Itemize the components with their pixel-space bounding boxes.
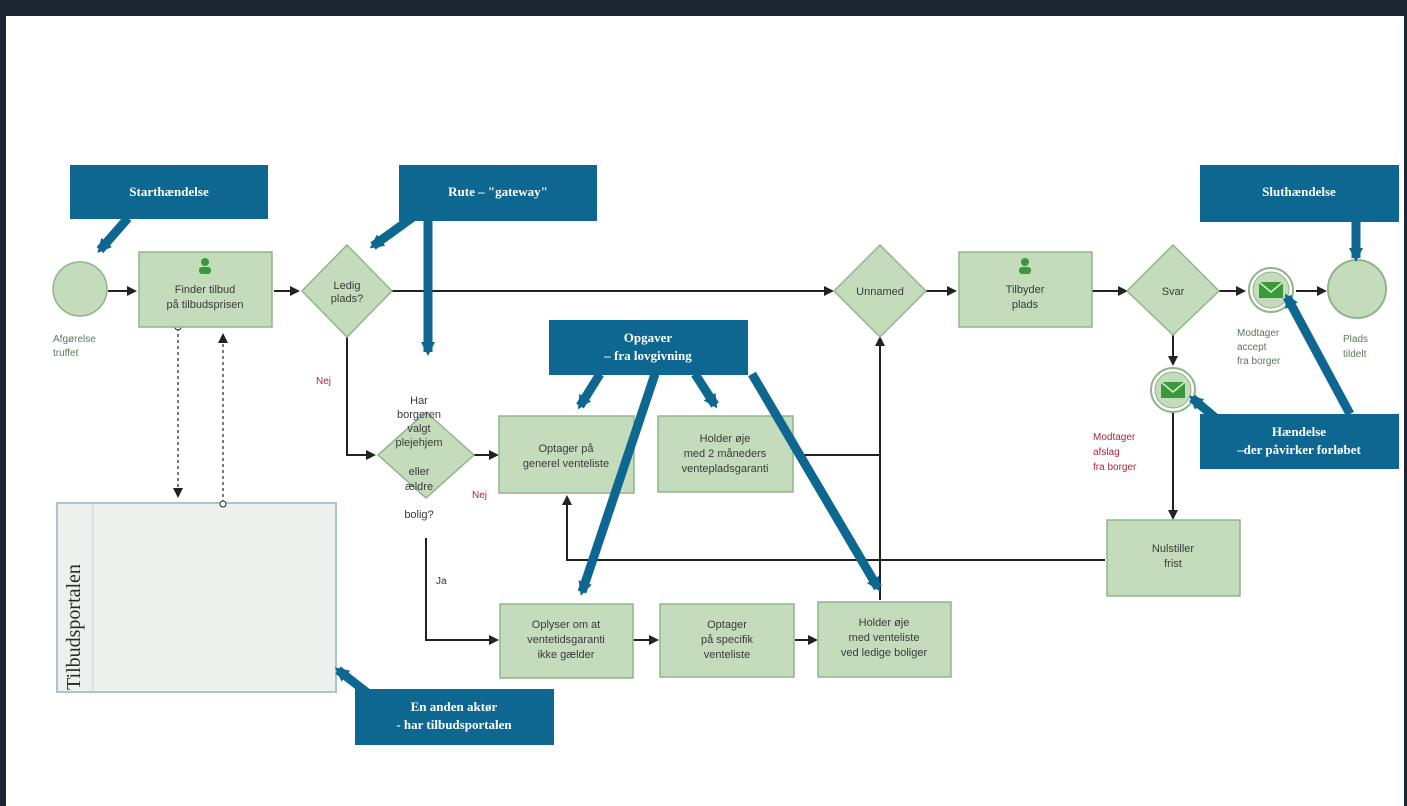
gateway-unnamed: Unnamed — [832, 243, 928, 339]
svg-text:Sluthændelse: Sluthændelse — [1262, 184, 1336, 199]
end-event-label: tildelt — [1343, 349, 1367, 360]
svg-text:Ledig: Ledig — [334, 280, 361, 292]
start-event — [52, 261, 108, 317]
task-finder-tilbud: Finder tilbud på tilbudsprisen — [138, 251, 273, 328]
task-holder-oeje-2-maaneder: Holder øje med 2 måneders ventepladsgara… — [657, 415, 794, 493]
svg-text:En anden aktør: En anden aktør — [411, 699, 498, 714]
svg-text:Starthændelse: Starthændelse — [129, 184, 209, 199]
svg-text:Optager: Optager — [707, 619, 747, 631]
start-event-label: truffet — [53, 348, 79, 359]
svg-text:Har: Har — [410, 395, 428, 407]
svg-text:plads: plads — [1012, 299, 1039, 311]
svg-text:bolig?: bolig? — [404, 509, 433, 521]
svg-text:ventepladsgaranti: ventepladsgaranti — [682, 463, 769, 475]
edge-label-ja: Ja — [436, 576, 447, 587]
svg-text:plejehjem: plejehjem — [395, 437, 442, 449]
callout-end-event: Sluthændelse — [1200, 165, 1399, 222]
svg-text:plads?: plads? — [331, 293, 363, 305]
window-top-bar — [0, 0, 1407, 16]
task-nulstiller-frist: Nulstiller frist — [1106, 519, 1241, 597]
callout-event: Hændelse –der påvirker forløbet — [1200, 414, 1399, 469]
afslag-label: fra borger — [1093, 462, 1137, 473]
svg-text:eller: eller — [409, 466, 430, 478]
callout-gateway: Rute – "gateway" — [399, 165, 597, 221]
svg-text:ikke gælder: ikke gælder — [538, 649, 595, 661]
callout-start-event: Starthændelse — [70, 165, 268, 219]
svg-text:Opgaver: Opgaver — [624, 330, 673, 345]
edge-label-nej: Nej — [472, 490, 487, 501]
svg-text:–der påvirker forløbet: –der påvirker forløbet — [1236, 442, 1361, 457]
accept-label: accept — [1237, 342, 1267, 353]
svg-text:ventetidsgaranti: ventetidsgaranti — [527, 634, 605, 646]
svg-text:med 2 måneders: med 2 måneders — [684, 448, 767, 460]
svg-text:valgt: valgt — [407, 423, 430, 435]
svg-text:Finder tilbud: Finder tilbud — [175, 284, 236, 296]
message-flows — [173, 328, 228, 503]
end-event-label: Plads — [1343, 334, 1368, 345]
envelope-icon — [1160, 381, 1186, 398]
message-flow-origin — [219, 500, 227, 508]
message-event-accept — [1248, 267, 1294, 313]
svg-text:på specifik: på specifik — [701, 634, 753, 646]
svg-text:venteliste: venteliste — [704, 649, 750, 661]
svg-text:– fra lovgivning: – fra lovgivning — [603, 348, 692, 363]
start-event-label: Afgørelse — [53, 334, 96, 345]
svg-text:Svar: Svar — [1162, 286, 1185, 298]
user-icon — [201, 258, 209, 266]
user-icon — [1021, 258, 1029, 266]
accept-label: Modtager — [1237, 328, 1280, 339]
task-optager-generel-venteliste: Optager på generel venteliste — [498, 415, 635, 494]
envelope-icon — [1258, 281, 1284, 298]
svg-text:borgeren: borgeren — [397, 409, 441, 421]
svg-text:Unnamed: Unnamed — [856, 286, 904, 298]
task-optager-specifik-venteliste: Optager på specifik venteliste — [659, 603, 795, 678]
svg-text:frist: frist — [1164, 558, 1182, 570]
svg-text:ældre: ældre — [405, 481, 433, 493]
window-right-border — [1404, 16, 1407, 806]
svg-text:på tilbudsprisen: på tilbudsprisen — [166, 299, 243, 311]
sequence-flows — [108, 286, 1327, 645]
svg-text:Optager på: Optager på — [538, 443, 594, 455]
gateway-har-borgeren-valgt: Har borgeren valgt plejehjem eller ældre… — [376, 395, 476, 521]
svg-text:ved ledige boliger: ved ledige boliger — [841, 647, 928, 659]
svg-text:Nulstiller: Nulstiller — [1152, 543, 1195, 555]
gateway-svar: Svar — [1125, 243, 1221, 337]
task-oplyser-ventetidsgaranti: Oplyser om at ventetidsgaranti ikke gæld… — [499, 603, 634, 679]
pool-label: Tilbudsportalen — [63, 564, 85, 690]
svg-text:med venteliste: med venteliste — [849, 632, 920, 644]
afslag-label: afslag — [1093, 447, 1120, 458]
svg-text:generel venteliste: generel venteliste — [523, 458, 609, 470]
task-holder-oeje-ledige-boliger: Holder øje med venteliste ved ledige bol… — [817, 601, 952, 678]
edge-label-nej: Nej — [316, 376, 331, 387]
svg-text:Tilbyder: Tilbyder — [1006, 284, 1045, 296]
task-tilbyder-plads: Tilbyder plads — [958, 251, 1093, 328]
callout-tasks: Opgaver – fra lovgivning — [549, 320, 748, 375]
svg-text:Oplyser om at: Oplyser om at — [532, 619, 600, 631]
callout-other-actor: En anden aktør - har tilbudsportalen — [355, 689, 554, 745]
message-event-afslag — [1150, 367, 1196, 413]
svg-text:Hændelse: Hændelse — [1272, 424, 1326, 439]
gateway-ledig-plads: Ledig plads? — [300, 243, 394, 339]
user-icon — [199, 267, 211, 274]
svg-text:Rute – "gateway": Rute – "gateway" — [448, 184, 548, 199]
accept-label: fra borger — [1237, 356, 1281, 367]
end-event — [1327, 259, 1387, 319]
pool-tilbudsportalen: Tilbudsportalen — [56, 502, 337, 693]
svg-text:Holder øje: Holder øje — [859, 617, 910, 629]
svg-text:Holder øje: Holder øje — [700, 433, 751, 445]
window-left-border — [0, 16, 6, 806]
user-icon — [1019, 267, 1031, 274]
afslag-label: Modtager — [1093, 432, 1136, 443]
svg-text:- har tilbudsportalen: - har tilbudsportalen — [396, 717, 512, 732]
